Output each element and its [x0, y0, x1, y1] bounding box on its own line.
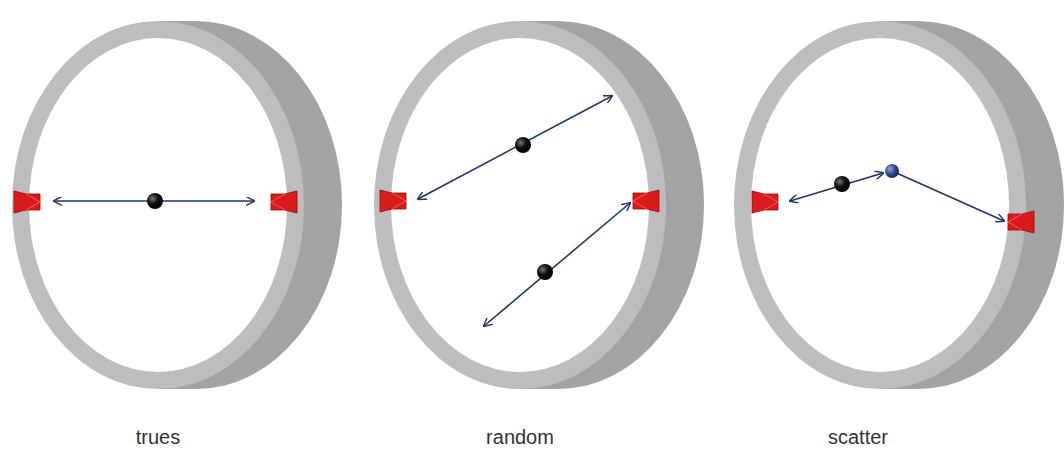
- panel-caption: trues: [136, 426, 180, 449]
- panel-caption: random: [486, 426, 554, 449]
- panel-caption: scatter: [828, 426, 888, 449]
